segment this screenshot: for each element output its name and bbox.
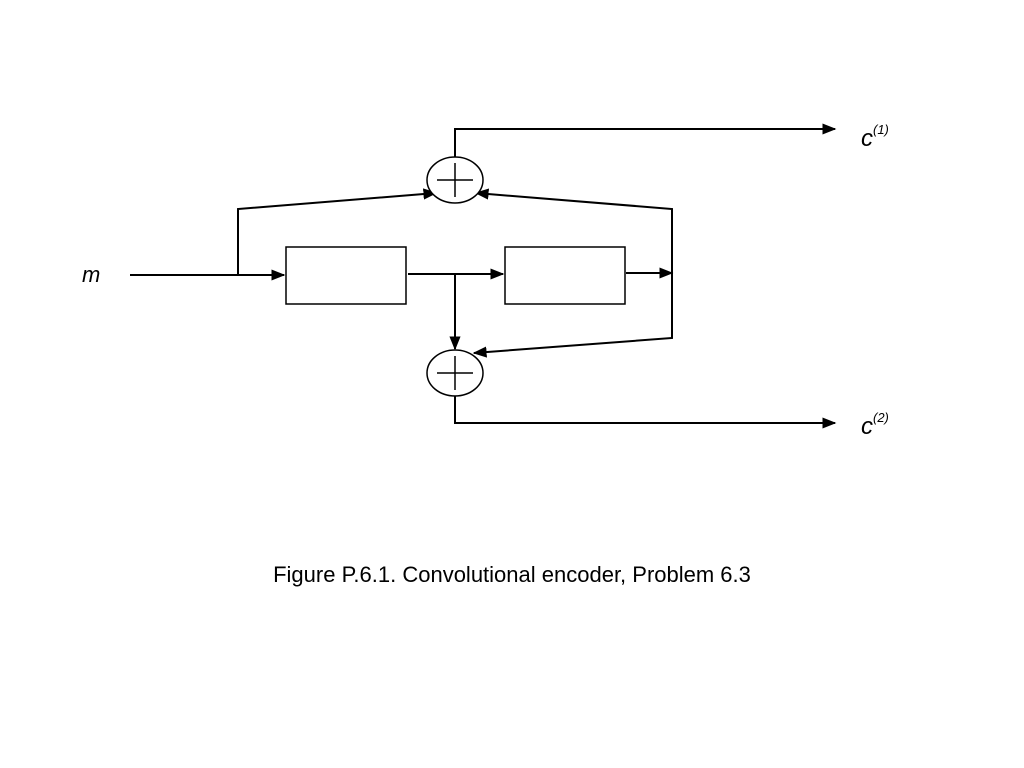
output2-wire: [454, 396, 837, 429]
shift-register-2: [504, 246, 626, 305]
input-tap-to-adder1: [237, 188, 438, 275]
output2-label: c(2): [861, 410, 889, 440]
shift-register-1: [285, 246, 407, 305]
modulo2-adder-2: [426, 349, 484, 397]
output1-label: c(1): [861, 122, 889, 152]
register2-tap-to-adder2: [472, 273, 673, 358]
figure-caption: Figure P.6.1. Convolutional encoder, Pro…: [273, 562, 751, 587]
input-label: m: [82, 262, 100, 287]
output1-wire: [454, 123, 837, 157]
modulo2-adder-1: [426, 156, 484, 204]
